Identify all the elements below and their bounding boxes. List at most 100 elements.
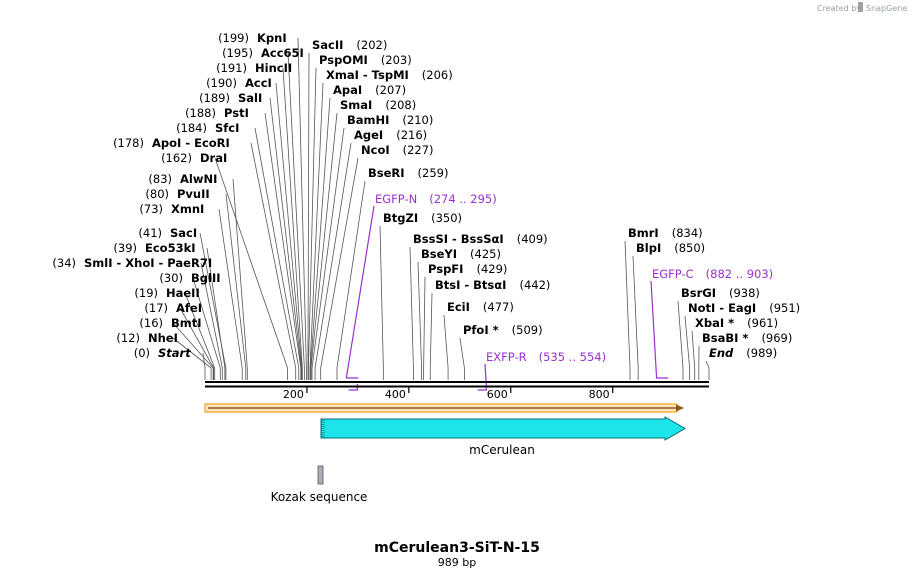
site-hincii: (191)HincII: [216, 61, 292, 75]
site-leader-line: [287, 52, 305, 380]
site-names: AccI: [245, 76, 272, 90]
site-leader-line: [199, 232, 227, 380]
site-position: (442): [519, 278, 550, 292]
site-leader-line: [218, 208, 243, 380]
site-position: (477): [483, 300, 514, 314]
site-nhei: (12) NheI: [116, 331, 178, 345]
site-leader-line: [691, 330, 696, 380]
site-bsrgi: BsrGI(938): [681, 286, 760, 300]
site-leader-line: [232, 178, 248, 380]
site-bsabi: BsaBI *(969): [702, 331, 792, 345]
site-names: BmrI: [628, 226, 659, 240]
site-position: (83): [148, 172, 172, 186]
site-leader-line: [379, 225, 384, 380]
site-position: (216): [396, 128, 427, 142]
site-names: AfeI: [176, 301, 202, 315]
site-names: ApaI: [333, 83, 362, 97]
site-leader-line: [429, 292, 433, 380]
site-names: BtgZI: [383, 211, 418, 225]
site-blpi: BlpI(850): [636, 241, 705, 255]
site-bglii: (30)BglII: [159, 271, 220, 285]
site-pvuii: (80)PvuII: [145, 187, 209, 201]
orf-arrow: [204, 403, 684, 413]
mcerulean-label: mCerulean: [469, 443, 535, 457]
site-position: (207): [375, 83, 406, 97]
site-bseri: BseRI(259): [368, 166, 448, 180]
site-bseyi: BseYI(425): [421, 247, 501, 261]
site-position: (425): [470, 247, 501, 261]
site-names: BamHI: [347, 113, 389, 127]
primer-egfp-n: EGFP-N(274 .. 295): [346, 192, 497, 379]
site-position: (206): [422, 68, 453, 82]
site-ncoi: NcoI (227): [361, 143, 434, 157]
site-sali: (189)SalI: [199, 91, 262, 105]
site-position: (0): [134, 346, 150, 360]
site-eco53ki: (39)Eco53kI: [113, 241, 195, 255]
primers: EGFP-N(274 .. 295)EXFP-R(535 .. 554) EGFP…: [346, 192, 773, 391]
site-names: XmnI: [171, 202, 204, 216]
primer-egfp-c: EGFP-C(882 .. 903): [650, 267, 773, 379]
kozak-feature: [317, 465, 324, 485]
site-leader-line: [297, 37, 307, 380]
site-names: BsaBI *: [702, 331, 748, 345]
site-position: (39): [113, 241, 137, 255]
site-xmni: (73)XmnI: [139, 202, 204, 216]
ruler-tick-label: 600: [487, 388, 508, 401]
site-leader-line: [225, 193, 247, 380]
site-position: (41): [138, 226, 162, 240]
site-bsssi-bsss-i: BssSI - BssSαI(409): [413, 232, 548, 246]
site-names: NcoI: [361, 143, 390, 157]
site-labels: (0)Start(12)NheI(16)BmtI(17)AfeI(19)HaeI…: [52, 31, 800, 360]
site-names: NotI - EagI: [688, 301, 756, 315]
site-leader-line: [250, 142, 297, 380]
primer-exfp-r: EXFP-R(535 .. 554): [477, 350, 606, 391]
site-bmri: BmrI (834): [628, 226, 703, 240]
site-leader-line: [314, 142, 352, 380]
site-drai: (162)DraI: [161, 151, 227, 165]
site-names: AlwNI: [180, 172, 217, 186]
site-position: (350): [431, 211, 462, 225]
site-names: PfoI *: [463, 323, 499, 337]
site-end: End(989): [709, 346, 777, 360]
site-kpni: (199)KpnI: [218, 31, 287, 45]
primer-name: EGFP-N: [375, 192, 417, 206]
site-acc65i: (195)Acc65I: [222, 46, 304, 60]
site-xmai-tspmi: XmaI - TspMI (206): [326, 68, 453, 82]
site-position: (12): [116, 331, 140, 345]
site-pspfi: PspFI(429): [428, 262, 507, 276]
site-leader-line: [254, 127, 300, 380]
site-position: (834): [672, 226, 703, 240]
site-afei: (17)AfeI: [144, 301, 202, 315]
site-names: BglII: [191, 271, 221, 285]
site-position: (210): [402, 113, 433, 127]
sequence-length: 989 bp: [438, 556, 476, 569]
site-position: (199): [218, 31, 249, 45]
site-leader-line: [282, 67, 303, 380]
site-position: (189): [199, 91, 230, 105]
primer-name: EGFP-C: [652, 267, 694, 281]
site-leader-line: [417, 261, 422, 380]
site-leader-line: [320, 157, 359, 380]
site-position: (429): [476, 262, 507, 276]
site-position: (850): [674, 241, 705, 255]
site-noti-eagi: NotI - EagI(951): [688, 301, 800, 315]
site-leader-line: [409, 246, 414, 380]
site-position: (227): [403, 143, 434, 157]
site-leader-line: [214, 157, 288, 380]
map-title: mCerulean3-SiT-N-15: [374, 540, 540, 556]
site-names: NheI: [148, 331, 178, 345]
site-position: (34): [52, 256, 76, 270]
site-position: (188): [185, 106, 216, 120]
primer-name: EXFP-R: [486, 350, 527, 364]
site-names: SacII: [312, 38, 343, 52]
site-position: (208): [385, 98, 416, 112]
site-leader-line: [624, 240, 631, 380]
site-leader-line: [172, 337, 212, 380]
site-names: PspOMI: [319, 53, 368, 67]
site-names: HincII: [255, 61, 292, 75]
credit-text: Created by: [817, 4, 861, 13]
site-leader-line: [677, 300, 684, 380]
site-agei: AgeI(216): [354, 128, 427, 142]
site-names: XmaI - TspMI: [326, 68, 409, 82]
